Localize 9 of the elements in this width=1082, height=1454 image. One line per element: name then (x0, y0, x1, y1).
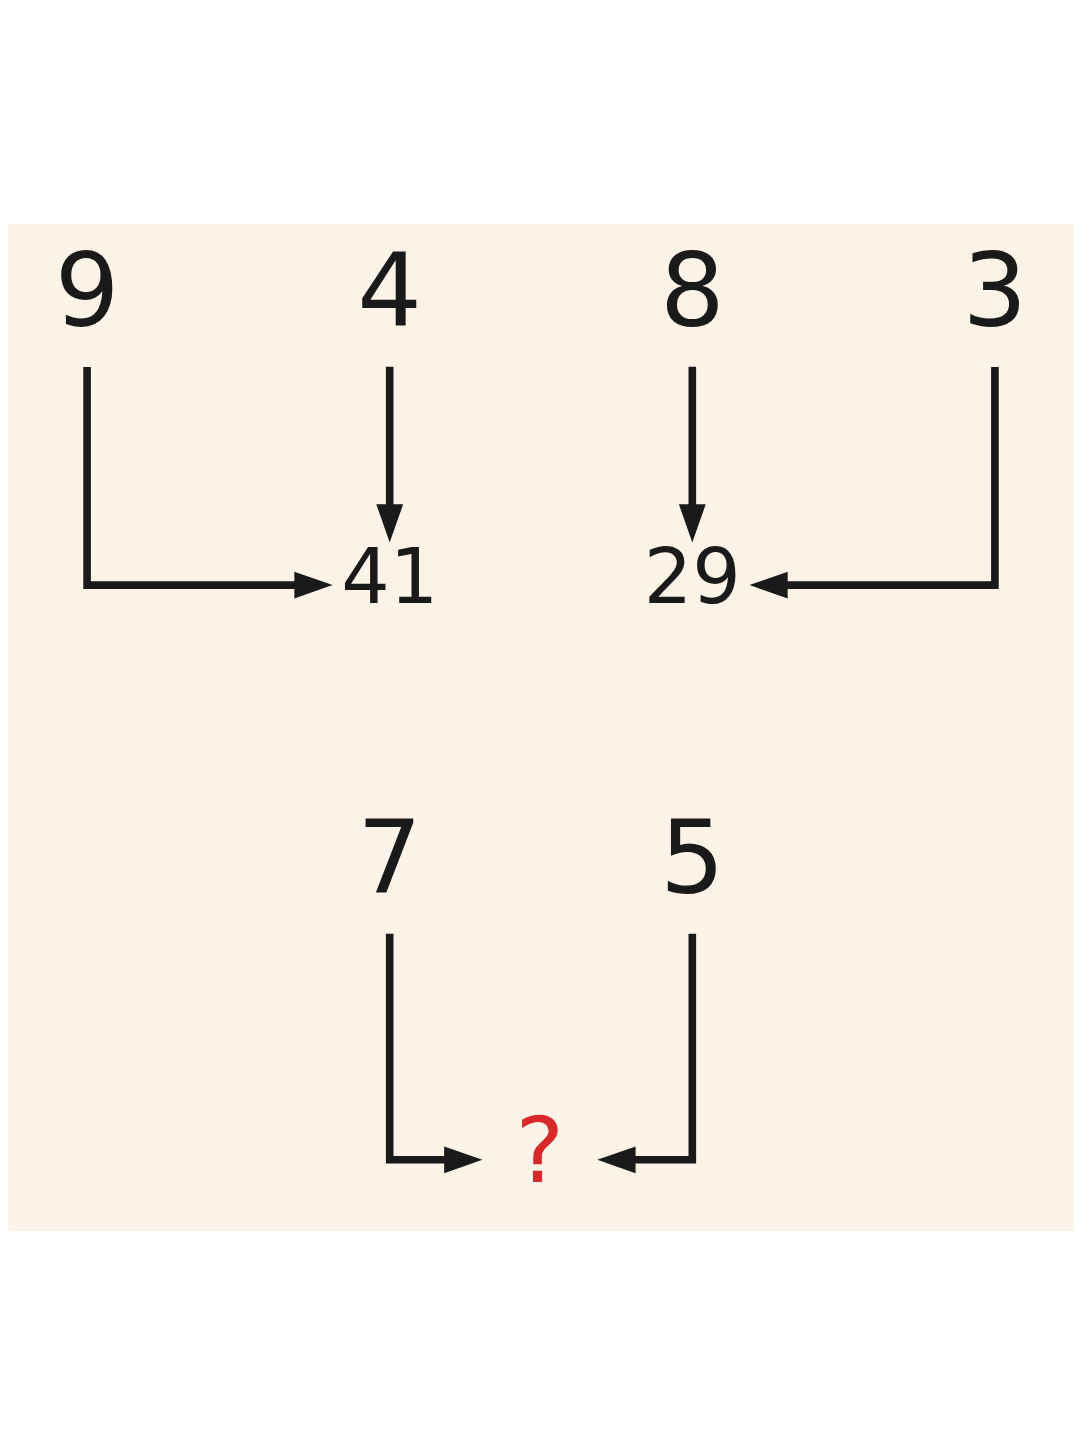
node-text: 8 (659, 231, 725, 350)
node-text: 4 (357, 231, 423, 350)
node-text: ? (515, 1096, 565, 1204)
node-text: 3 (962, 231, 1028, 350)
node-text: 41 (341, 531, 439, 621)
node-text: 29 (643, 531, 741, 621)
node-text: 7 (357, 798, 423, 917)
node-text: 9 (54, 231, 120, 350)
node-text: 5 (659, 798, 725, 917)
